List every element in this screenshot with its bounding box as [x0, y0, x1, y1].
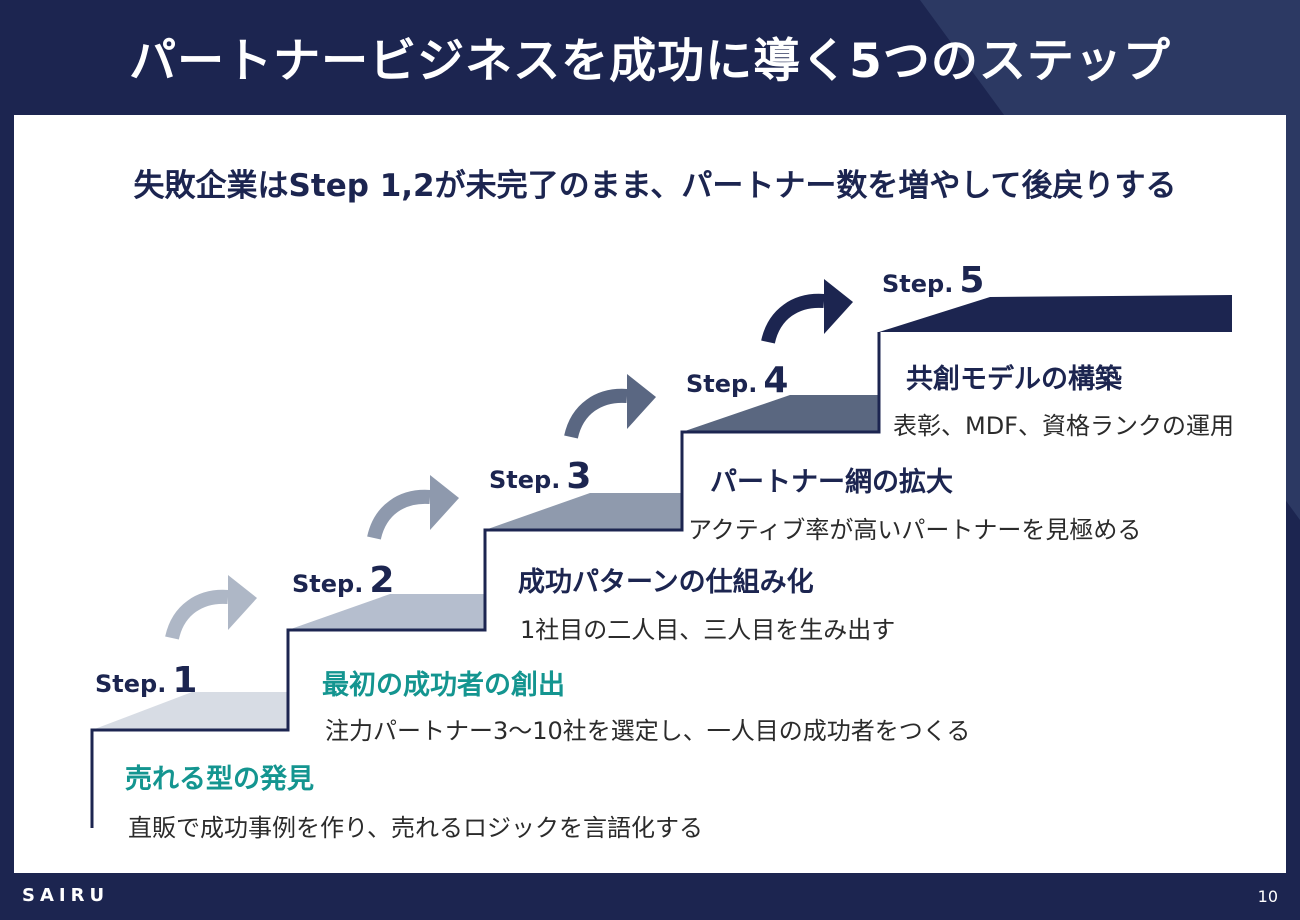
stair-outline [90, 332, 881, 828]
step-3-tread [485, 493, 682, 530]
step-2-heading: 最初の成功者の創出 [322, 670, 565, 701]
step-5-heading: 共創モデルの構築 [906, 364, 1122, 395]
step-prefix: Step. [292, 570, 364, 598]
step-1-number: 1 [172, 660, 198, 701]
step-1-tread [92, 692, 288, 730]
step-prefix: Step. [882, 270, 954, 298]
step-4-number: 4 [763, 360, 789, 401]
step-2-label: Step.2 [292, 560, 394, 601]
step-2-tread [288, 594, 485, 630]
arrow-icon-3 [564, 374, 656, 439]
step-5-label: Step.5 [882, 260, 984, 301]
page-title: パートナービジネスを成功に導く5つのステップ [129, 34, 1171, 89]
step-2-number: 2 [369, 560, 395, 601]
step-4-label: Step.4 [686, 360, 788, 401]
arrow-icon-4 [761, 279, 853, 344]
subtitle: 失敗企業はStep 1,2が未完了のまま、パートナー数を増やして後戻りする [133, 168, 1177, 204]
step-3-heading: 成功パターンの仕組み化 [518, 567, 814, 598]
step-3-description: 1社目の二人目、三人目を生み出す [520, 616, 896, 644]
step-1-label: Step.1 [95, 660, 197, 701]
step-4-description: アクティブ率が高いパートナーを見極める [688, 516, 1142, 544]
arrow-icon-2 [367, 475, 459, 540]
page-number: 10 [1257, 887, 1278, 906]
arrow-icon-1 [165, 575, 257, 640]
step-4-heading: パートナー網の拡大 [710, 467, 953, 498]
step-3-number: 3 [566, 456, 592, 497]
step-5-tread [879, 295, 1232, 332]
step-prefix: Step. [95, 670, 167, 698]
step-2-description: 注力パートナー3〜10社を選定し、一人目の成功者をつくる [325, 717, 971, 745]
step-5-description: 表彰、MDF、資格ランクの運用 [893, 412, 1234, 440]
step-prefix: Step. [489, 466, 561, 494]
step-4-tread [682, 395, 879, 432]
step-5-number: 5 [959, 260, 985, 301]
step-prefix: Step. [686, 370, 758, 398]
step-1-description: 直販で成功事例を作り、売れるロジックを言語化する [128, 814, 704, 842]
step-3-label: Step.3 [489, 456, 591, 497]
company-logo: SAIRU [22, 885, 110, 906]
step-1-heading: 売れる型の発見 [125, 764, 314, 795]
